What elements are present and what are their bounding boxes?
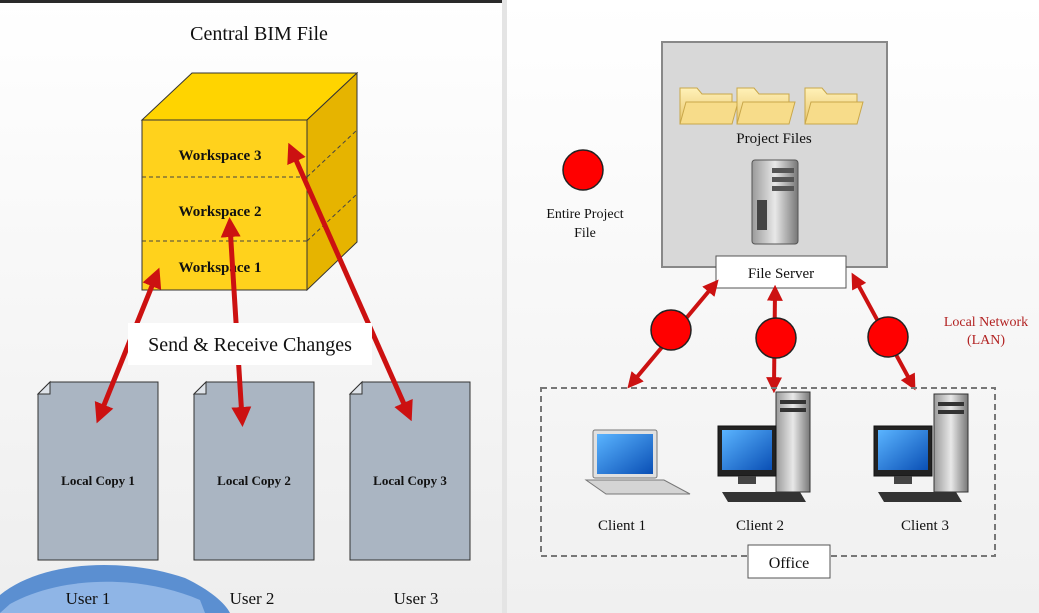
workspace-label: Workspace 2 — [179, 204, 262, 220]
callout-box — [128, 323, 372, 365]
client-label: Client 2 — [736, 518, 784, 534]
panel-divider — [502, 0, 507, 613]
sync-arrow — [287, 142, 413, 422]
sync-arrow — [220, 217, 252, 427]
server-tower-icon — [751, 159, 799, 245]
project-file-token-legend — [562, 149, 604, 191]
client-label: Client 1 — [598, 518, 646, 534]
local-copy-document: Local Copy 1 — [36, 380, 159, 561]
user-label: User 2 — [230, 589, 275, 608]
folder-icon — [736, 87, 796, 125]
folder-icon — [679, 87, 739, 125]
network-label: Local Network — [944, 315, 1028, 330]
legend-label: File — [574, 226, 596, 241]
file-server-label: File Server — [748, 266, 814, 282]
desktop-computer-icon — [873, 393, 969, 502]
office-boundary — [540, 387, 996, 557]
workspace-divider-side — [306, 129, 358, 178]
callout-text: Send & Receive Changes — [148, 334, 352, 356]
project-file-token — [755, 317, 797, 359]
local-copy-document: Local Copy 3 — [348, 380, 471, 561]
project-file-token — [650, 309, 692, 351]
central-bim-cube: Workspace 3 Workspace 2 Workspace 1 — [140, 71, 359, 292]
local-copy-label: Local Copy 3 — [373, 473, 447, 488]
project-file-token — [867, 316, 909, 358]
user-label: User 3 — [394, 589, 439, 608]
top-edge-bar — [0, 0, 505, 3]
project-files-label: Project Files — [736, 131, 812, 147]
client-label: Client 3 — [901, 518, 949, 534]
office-label: Office — [769, 555, 810, 572]
folder-icon — [804, 87, 864, 125]
local-copy-label: Local Copy 2 — [217, 473, 291, 488]
local-copy-document: Local Copy 2 — [192, 380, 315, 561]
office-label-box — [747, 544, 831, 579]
user-label: User 1 — [66, 589, 111, 608]
legend-label: Entire Project — [546, 207, 623, 222]
corner-blue-swoosh-highlight — [0, 581, 205, 613]
workspace-label: Workspace 1 — [179, 260, 262, 276]
left-title: Central BIM File — [190, 23, 328, 45]
local-copy-label: Local Copy 1 — [61, 473, 135, 488]
desktop-computer-icon — [717, 391, 811, 502]
network-label: (LAN) — [967, 333, 1005, 348]
laptop-icon — [584, 429, 691, 495]
workspace-label: Workspace 3 — [179, 148, 262, 164]
